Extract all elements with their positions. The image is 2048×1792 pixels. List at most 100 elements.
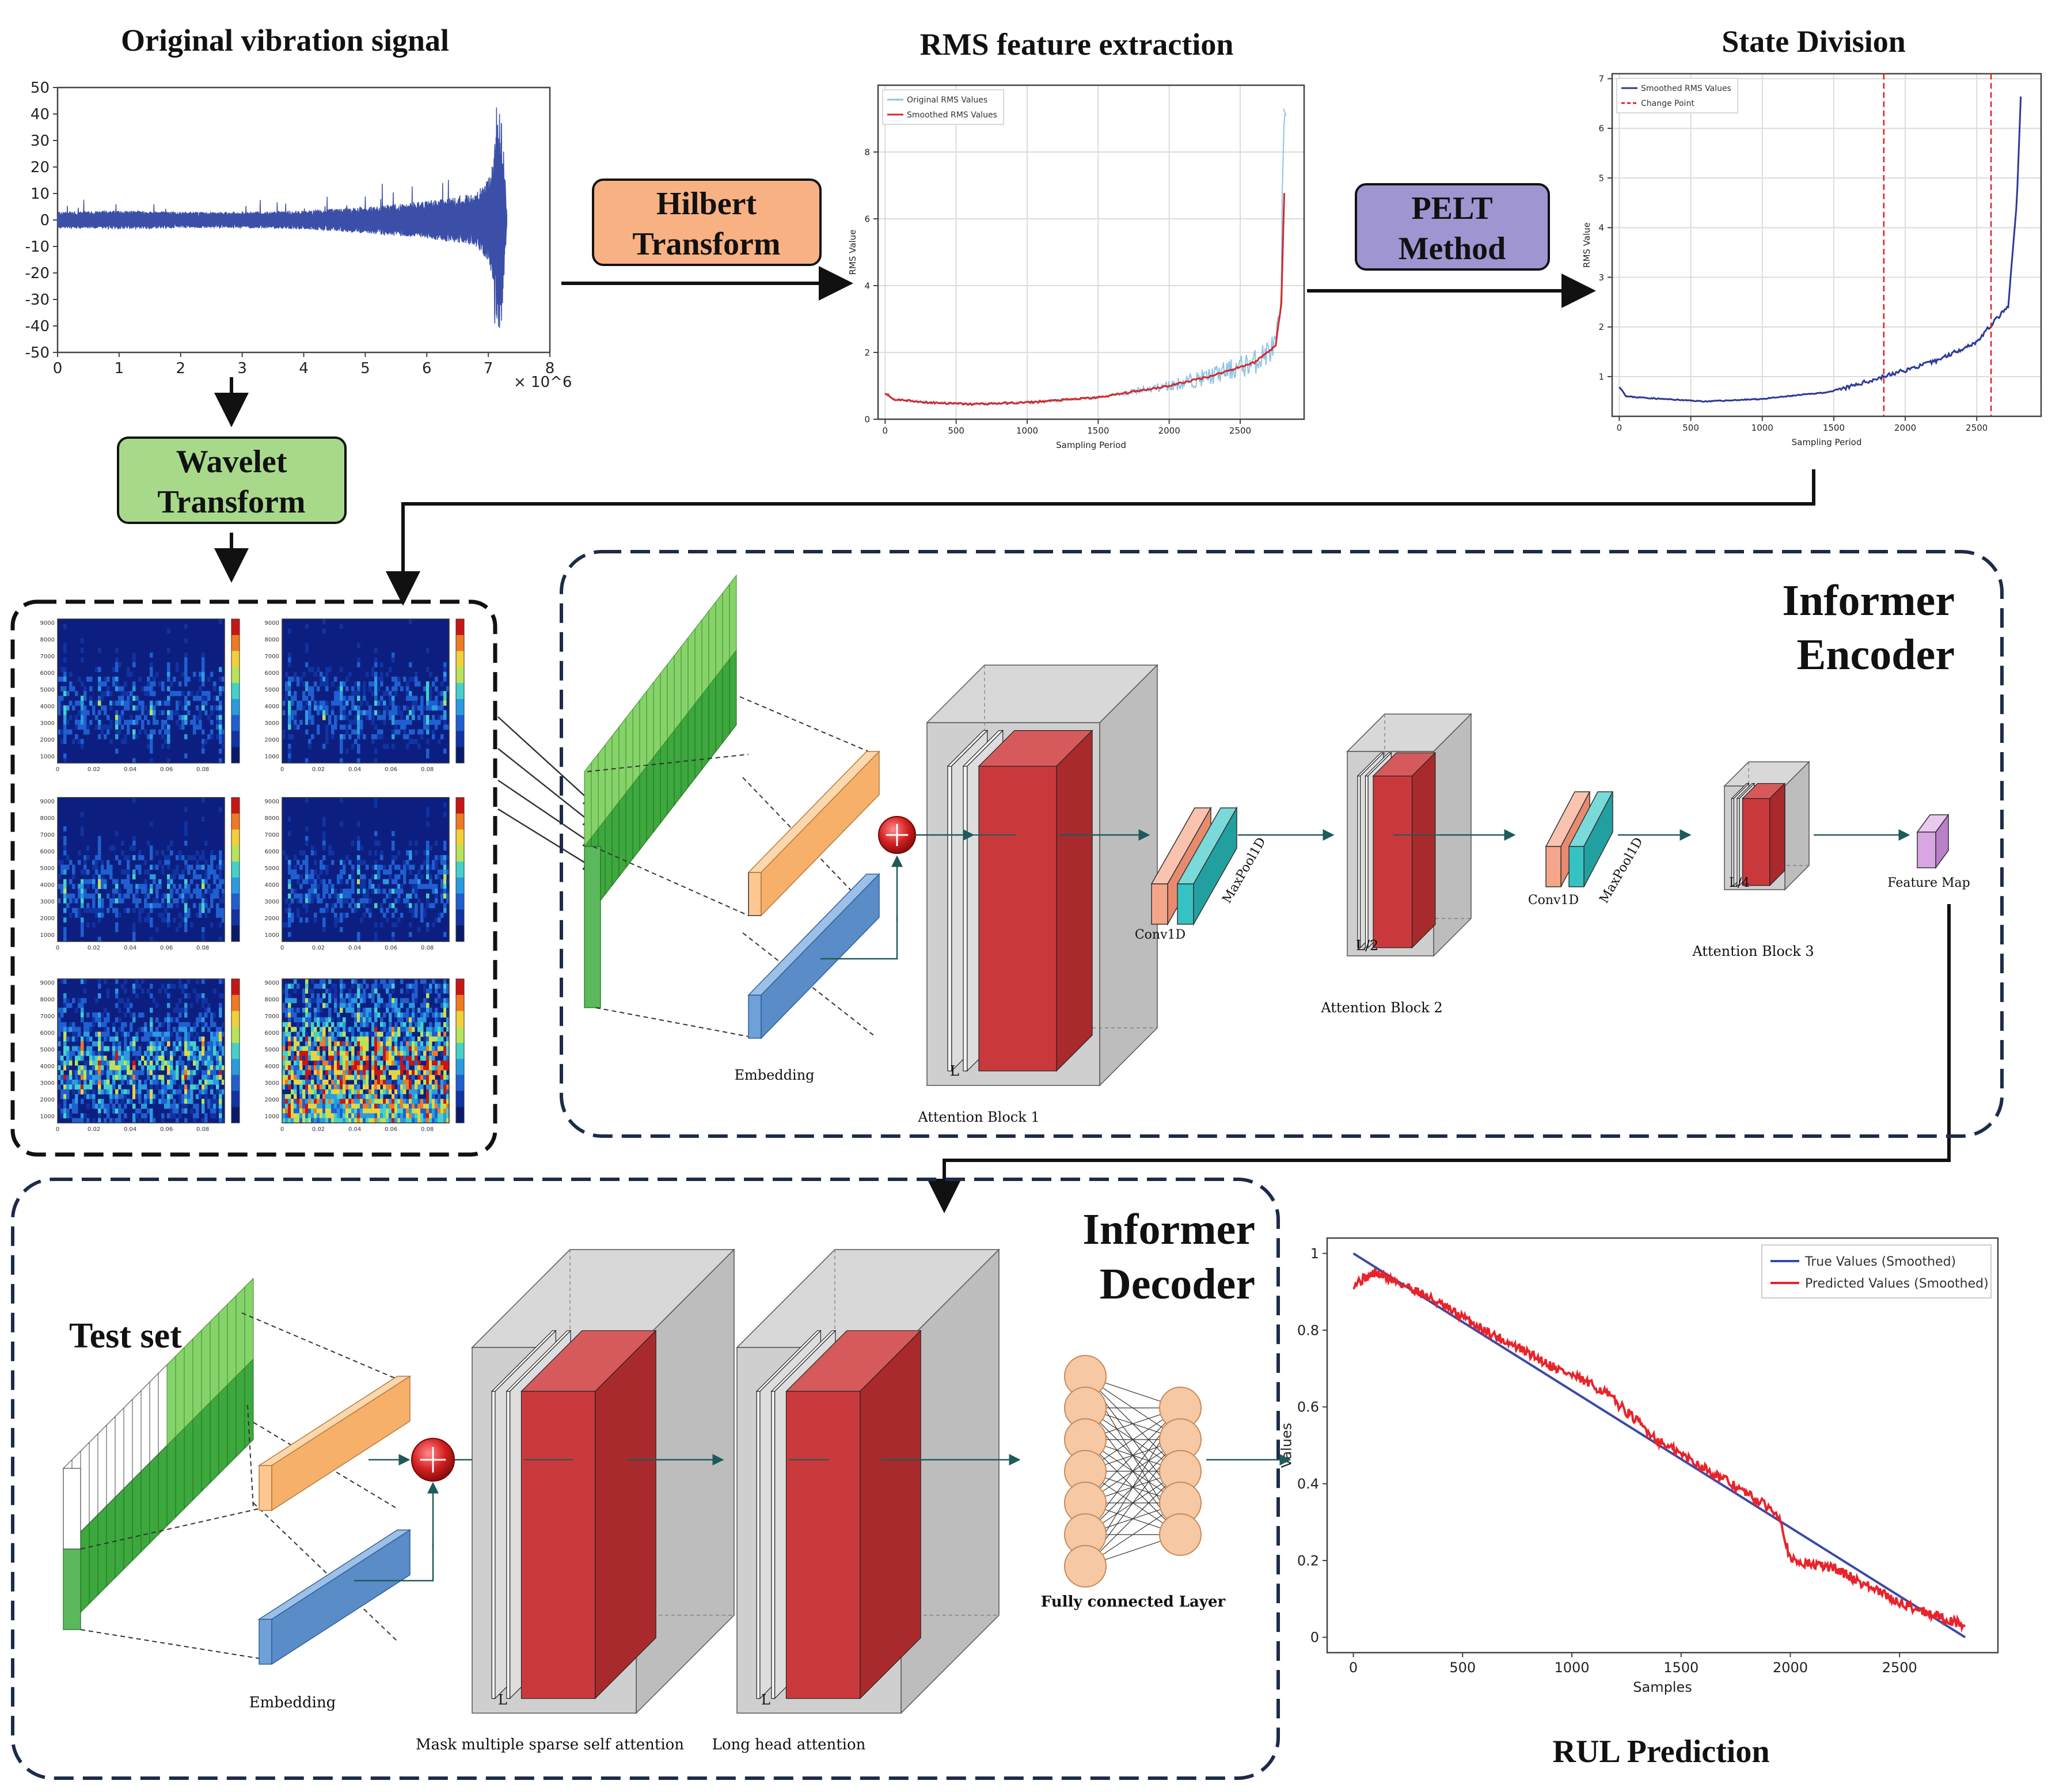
scalogram-cell [435, 860, 438, 865]
scalogram-cell [360, 1012, 363, 1018]
scalogram-cell [311, 998, 314, 1004]
scalogram-cell [204, 870, 208, 875]
scalogram-cell [331, 729, 335, 735]
scalogram-cell [366, 1099, 369, 1104]
scalogram-cell [288, 1108, 291, 1114]
scalogram-cell [357, 715, 360, 720]
scalogram-cell [132, 657, 136, 663]
scalogram-cell [204, 1089, 208, 1095]
scalogram-cell [176, 1041, 179, 1047]
scalogram-cell [420, 1056, 424, 1061]
scalogram-cell [104, 677, 107, 682]
scalogram-cell [124, 734, 127, 739]
scalogram-cell [78, 893, 81, 899]
scalogram-cell [178, 1012, 182, 1018]
scalogram-cell [308, 893, 311, 899]
attention-block-1-sheet-front [978, 765, 1057, 1072]
scalogram-cell [435, 884, 438, 889]
scalogram-cell [138, 1099, 142, 1104]
scalogram-cell [81, 1065, 84, 1070]
scalogram-cell [92, 1041, 96, 1047]
scalogram-cell [178, 984, 182, 989]
scalogram-cell [204, 691, 208, 696]
scalogram-cell [397, 1103, 401, 1109]
scalogram-freq-tick: 7000 [40, 1013, 55, 1020]
scalogram-cell [322, 917, 326, 923]
scalogram-cell [389, 1017, 392, 1023]
scalogram-cell [328, 1031, 332, 1037]
scalogram-cell [377, 1099, 381, 1104]
scalogram-cell [377, 710, 381, 716]
scalogram-cell [161, 686, 165, 692]
encoder-title-2: Encoder [1797, 631, 1955, 679]
scalogram-cell [420, 1027, 424, 1032]
scalogram-cell [397, 1089, 401, 1095]
scalogram-cell [167, 1080, 170, 1085]
rms-smoothed-line [884, 193, 1285, 406]
scalogram-cell [63, 845, 67, 851]
scalogram-cell [446, 1037, 450, 1042]
scalogram-cell [95, 1060, 98, 1066]
scalogram-cell [132, 705, 136, 711]
scalogram-cell [340, 681, 343, 687]
scalogram-cell [305, 1075, 309, 1080]
scalogram-cell [285, 1070, 288, 1076]
scalogram-cell [412, 1089, 415, 1095]
scalogram-cell [83, 1070, 87, 1076]
scalogram-cell [58, 1084, 61, 1090]
scalogram-cell [363, 710, 366, 716]
scalogram-cell [141, 855, 145, 860]
scalogram-cell [63, 734, 67, 739]
scalogram-cell [285, 681, 288, 687]
scalogram-cell [219, 686, 222, 692]
scalogram-cell [354, 1080, 358, 1085]
scalogram-cell [92, 893, 96, 899]
scalogram-cell [155, 1075, 159, 1080]
scalogram-cell [144, 1084, 147, 1090]
scalogram-cell [109, 1099, 113, 1104]
scalogram-cell [311, 874, 314, 880]
scalogram-cell [282, 1031, 286, 1037]
scalogram-cell [81, 884, 84, 889]
scalogram-cell [345, 1075, 349, 1080]
scalogram-cell [328, 1084, 332, 1090]
scalogram-cell [196, 1103, 199, 1109]
scalogram-cell [314, 984, 317, 989]
scalogram-freq-tick: 3000 [40, 899, 55, 905]
scalogram-cell [216, 1075, 219, 1080]
scalogram-cell [121, 686, 124, 692]
scalogram-cell [320, 1041, 323, 1047]
scalogram-cell [107, 1075, 110, 1080]
scalogram-cell [305, 860, 309, 865]
embed-cell-lower [701, 685, 709, 770]
scalogram-cell [181, 724, 185, 730]
scalogram-cell [438, 1070, 441, 1076]
attention-block-3-sheet-front [1742, 798, 1770, 886]
dec-embed-cell-lower [123, 1479, 133, 1570]
scalogram-cell [98, 903, 101, 909]
scalogram-cell [443, 1113, 447, 1119]
scalogram-cell [58, 1041, 61, 1047]
scalogram-cell [366, 898, 369, 903]
y-tick-label-1: 0.2 [1297, 1552, 1319, 1569]
scalogram-cell [60, 1113, 64, 1119]
scalogram-cell [81, 1051, 84, 1056]
scalogram-cell [435, 1031, 438, 1037]
scalogram-cell [305, 979, 309, 984]
scalogram-cell [153, 1046, 156, 1051]
scalogram-cell [380, 1089, 383, 1095]
scalogram-cell [420, 908, 424, 913]
scalogram-cell [58, 729, 61, 735]
scalogram-cell [204, 700, 208, 706]
scalogram-cell [184, 1046, 188, 1051]
scalogram-cell [63, 643, 67, 648]
scalogram-cell [173, 884, 176, 889]
scalogram-cell [184, 884, 188, 889]
scalogram-cell [443, 1065, 447, 1070]
scalogram-cell [101, 681, 104, 687]
scalogram-cell [412, 729, 415, 735]
scalogram-cell [60, 1080, 64, 1085]
scalogram-cell [383, 1080, 386, 1085]
scalogram-cell [63, 1003, 67, 1008]
colorbar-step [456, 667, 464, 684]
